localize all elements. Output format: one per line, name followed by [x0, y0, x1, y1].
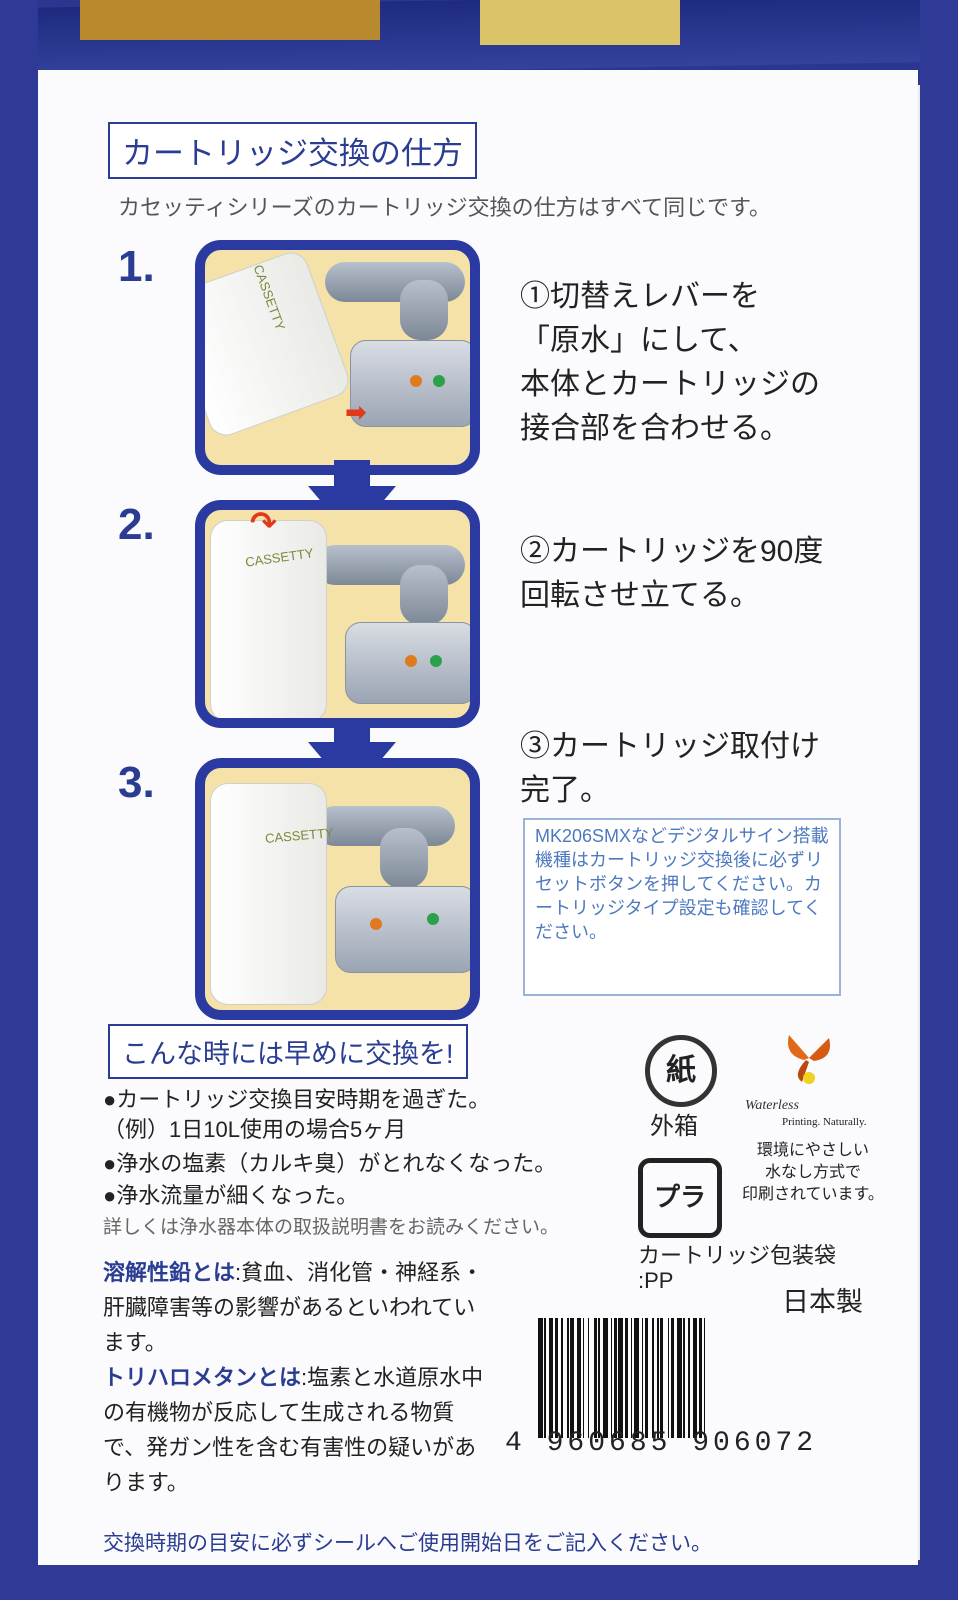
paper-label: 外箱 — [650, 1113, 698, 1140]
barcode-bar — [602, 1318, 608, 1438]
plastic-label: カートリッジ包装袋 — [638, 1243, 837, 1268]
led-green-icon — [430, 655, 442, 667]
step-1-illustration: CASSETTY ➡ — [195, 240, 480, 475]
paper-recycle-icon: 紙 — [645, 1035, 717, 1107]
subtitle: カセッティシリーズのカートリッジ交換の仕方はすべて同じです。 — [118, 195, 771, 220]
barcode-bar — [582, 1318, 585, 1438]
barcode-bar — [688, 1318, 690, 1438]
step-1-number: 1. — [118, 242, 155, 291]
step-3-illustration: CASSETTY — [195, 758, 480, 1020]
barcode-bar — [641, 1318, 644, 1438]
arrow-stem-1 — [334, 460, 370, 488]
led-green-icon — [427, 913, 439, 925]
barcode-bar — [561, 1318, 563, 1438]
red-arrow-icon: ➡ — [345, 398, 367, 428]
barcode-bar — [538, 1318, 543, 1438]
replace-item-3: ●浄水流量が細くなった。 — [103, 1183, 359, 1208]
box-bottom-edge — [0, 1560, 958, 1600]
digital-sign-note: MK206SMXなどデジタルサイン搭載機種はカートリッジ交換後に必ずリセットボタ… — [523, 818, 841, 996]
barcode-bar — [593, 1318, 597, 1438]
top-gold-strip — [80, 0, 380, 40]
section-title-replacement: カートリッジ交換の仕方 — [108, 122, 477, 179]
barcode-bar — [652, 1318, 655, 1438]
lead-text: :貧血、消化管・神経系・肝臓障害等の影響があるといわれています。 — [103, 1260, 484, 1355]
waterless-tagline: Printing. Naturally. — [782, 1116, 867, 1128]
manual-note: 詳しくは浄水器本体の取扱説明書をお読みください。 — [103, 1217, 560, 1238]
step-3-text: ③カートリッジ取付け 完了。 — [520, 730, 820, 807]
thm-term: トリハロメタンとは — [103, 1365, 302, 1390]
rotate-arrow-icon: ↷ — [250, 504, 277, 542]
replace-item-1: ●カートリッジ交換目安時期を過ぎた。 — [103, 1087, 491, 1112]
barcode-bar — [660, 1318, 664, 1438]
footer-note: 交換時期の目安に必ずシールへご使用開始日をご記入ください。 — [103, 1532, 712, 1555]
barcode-bar — [555, 1318, 559, 1438]
led-orange-icon — [405, 655, 417, 667]
barcode-bar — [618, 1318, 624, 1438]
led-orange-icon — [370, 918, 382, 930]
plastic-material: :PP — [638, 1268, 674, 1293]
barcode-bar — [644, 1318, 648, 1438]
step-2-text: ②カートリッジを90度 回転させ立てる。 — [520, 535, 824, 612]
box-right-edge — [920, 0, 958, 1600]
barcode-number: 4 960685 906072 — [505, 1428, 818, 1459]
filter-unit — [350, 340, 470, 427]
top-yellow-strip — [480, 0, 680, 45]
barcode-bar — [598, 1318, 600, 1438]
barcode-bar — [671, 1318, 675, 1438]
faucet-neck — [400, 565, 448, 625]
barcode-bar — [576, 1318, 582, 1438]
section-title-replace-early: こんな時には早めに交換を! — [108, 1024, 468, 1079]
filter-unit — [335, 886, 470, 973]
step-3-number: 3. — [118, 758, 155, 807]
box-left-edge — [0, 0, 38, 1600]
replace-item-2: ●浄水の塩素（カルキ臭）がとれなくなった。 — [103, 1151, 557, 1176]
plastic-recycle-icon: プラ — [638, 1158, 722, 1238]
barcode-bar — [624, 1318, 628, 1438]
barcode-bar — [703, 1318, 706, 1438]
eco-print-text: 環境にやさしい 水なし方式で 印刷されています。 — [742, 1142, 884, 1203]
arrow-stem-2 — [334, 718, 370, 744]
barcode-bar — [683, 1318, 685, 1438]
barcode-bar — [698, 1318, 702, 1438]
butterfly-icon — [788, 1035, 830, 1084]
step-1-text: ①切替えレバーを 「原水」にして、 本体とカートリッジの 接合部を合わせる。 — [520, 280, 820, 445]
cartridge — [210, 783, 327, 1005]
led-orange-icon — [410, 375, 422, 387]
lead-term: 溶解性鉛とは — [103, 1260, 236, 1285]
barcode-bar — [657, 1318, 659, 1438]
faucet-neck — [400, 280, 448, 340]
barcode-bar — [548, 1318, 554, 1438]
trihalomethane-paragraph: トリハロメタンとは:塩素と水道原水中の有機物が反応して生成される物質で、発ガン性… — [103, 1360, 488, 1500]
barcode-bar — [630, 1318, 633, 1438]
step-2-number: 2. — [118, 500, 155, 549]
barcode-bar — [705, 1318, 710, 1438]
barcode-bar — [544, 1318, 546, 1438]
barcode-bar — [633, 1318, 639, 1438]
made-in-japan: 日本製 — [782, 1287, 863, 1317]
barcode-bar — [667, 1318, 670, 1438]
lead-paragraph: 溶解性鉛とは:貧血、消化管・神経系・肝臓障害等の影響があるといわれています。 — [103, 1255, 488, 1360]
replace-item-example: （例）1日10L使用の場合5ヶ月 — [103, 1117, 407, 1142]
barcode-bar — [692, 1318, 698, 1438]
barcode-bar — [587, 1318, 590, 1438]
waterless-logo: Waterless — [745, 1098, 799, 1113]
step-2-illustration: CASSETTY ↷ — [195, 500, 480, 728]
barcode — [538, 1318, 858, 1438]
barcode-bar — [613, 1318, 617, 1438]
barcode-bar — [610, 1318, 613, 1438]
cartridge — [210, 520, 327, 718]
barcode-bar — [570, 1318, 574, 1438]
thm-text: :塩素と水道原水中の有機物が反応して生成される物質で、発ガン性を含む有害性の疑い… — [103, 1365, 484, 1495]
faucet-neck — [380, 828, 428, 888]
led-green-icon — [433, 375, 445, 387]
barcode-bar — [567, 1318, 569, 1438]
barcode-bar — [677, 1318, 682, 1438]
